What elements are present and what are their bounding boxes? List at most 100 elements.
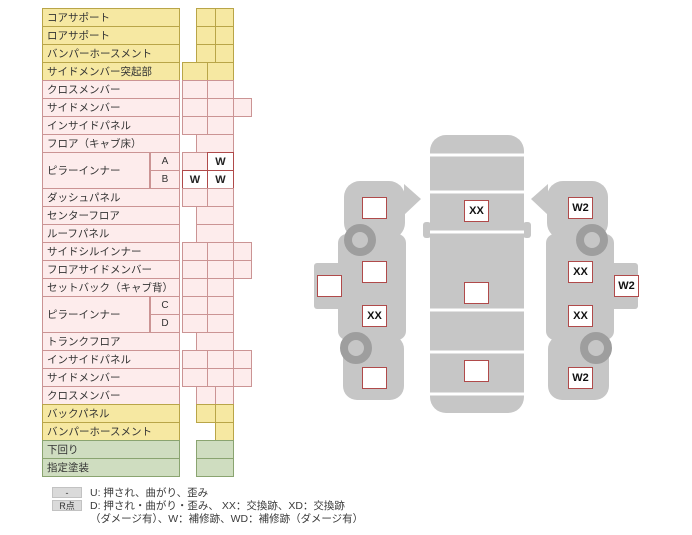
- damage-cell[interactable]: [215, 386, 234, 405]
- damage-cell[interactable]: [233, 368, 252, 387]
- part-sublabel: D: [150, 314, 180, 333]
- damage-marker[interactable]: W2: [568, 197, 593, 219]
- part-label: ピラーインナー: [42, 296, 150, 333]
- damage-cell[interactable]: [196, 8, 216, 27]
- damage-cell[interactable]: [182, 296, 208, 315]
- legend-key-dash: -: [52, 487, 82, 498]
- damage-cell[interactable]: [182, 62, 208, 81]
- damage-cell[interactable]: [196, 440, 234, 459]
- damage-cell[interactable]: [233, 98, 252, 117]
- damage-cell[interactable]: W: [182, 170, 208, 189]
- damage-cell[interactable]: [207, 278, 234, 297]
- damage-cell[interactable]: [196, 332, 234, 351]
- damage-cell[interactable]: [182, 116, 208, 135]
- damage-cell[interactable]: [233, 242, 252, 261]
- legend-text-u: U: 押され、曲がり、歪み: [90, 487, 209, 499]
- damage-cell[interactable]: [207, 314, 234, 333]
- damage-marker[interactable]: [317, 275, 342, 297]
- part-label: 指定塗装: [42, 458, 180, 477]
- part-label: クロスメンバー: [42, 80, 180, 99]
- damage-marker[interactable]: W2: [568, 367, 593, 389]
- wheel-arch-icon: [576, 224, 608, 256]
- damage-cell[interactable]: [207, 62, 234, 81]
- legend-key-r: R点: [52, 500, 82, 511]
- part-label: ルーフパネル: [42, 224, 180, 243]
- part-label: トランクフロア: [42, 332, 180, 351]
- damage-marker[interactable]: [464, 282, 489, 304]
- wheel-arch-icon: [580, 332, 612, 364]
- damage-cell[interactable]: [182, 278, 208, 297]
- damage-marker[interactable]: [362, 367, 387, 389]
- damage-marker[interactable]: W2: [614, 275, 639, 297]
- part-label: セットバック（キャブ背）: [42, 278, 180, 297]
- damage-cell[interactable]: [196, 224, 234, 243]
- damage-cell[interactable]: W: [207, 152, 234, 171]
- part-label: 下回り: [42, 440, 180, 459]
- damage-marker[interactable]: XX: [568, 305, 593, 327]
- damage-cell[interactable]: [182, 242, 208, 261]
- damage-cell[interactable]: W: [207, 170, 234, 189]
- right-mirror-icon: [523, 222, 531, 238]
- damage-cell[interactable]: [215, 44, 234, 63]
- damage-cell[interactable]: [207, 368, 234, 387]
- damage-cell[interactable]: [182, 350, 208, 369]
- part-label: インサイドパネル: [42, 350, 180, 369]
- damage-cell[interactable]: [233, 260, 252, 279]
- damage-cell[interactable]: [215, 26, 234, 45]
- damage-cell[interactable]: [182, 260, 208, 279]
- damage-cell[interactable]: [196, 404, 216, 423]
- damage-cell[interactable]: [196, 44, 216, 63]
- part-label: コアサポート: [42, 8, 180, 27]
- car-right-side-view: [531, 181, 638, 400]
- damage-marker[interactable]: [362, 261, 387, 283]
- part-label: ダッシュパネル: [42, 188, 180, 207]
- damage-marker[interactable]: [362, 197, 387, 219]
- damage-cell[interactable]: [182, 314, 208, 333]
- part-label: フロア（キャブ床）: [42, 134, 180, 153]
- part-label: ロアサポート: [42, 26, 180, 45]
- part-label: サイドメンバー: [42, 368, 180, 387]
- damage-cell[interactable]: [182, 152, 208, 171]
- damage-cell[interactable]: [215, 404, 234, 423]
- frame-parts-table: コアサポートロアサポートバンパーホースメントサイドメンバー突起部クロスメンバーサ…: [42, 8, 254, 478]
- part-label: インサイドパネル: [42, 116, 180, 135]
- damage-cell[interactable]: [215, 8, 234, 27]
- damage-cell[interactable]: [182, 98, 208, 117]
- damage-cell[interactable]: [182, 80, 208, 99]
- part-label: バンパーホースメント: [42, 44, 180, 63]
- damage-cell[interactable]: [196, 206, 234, 225]
- part-sublabel: A: [150, 152, 180, 171]
- car-left-side-view: [314, 181, 421, 400]
- legend: - U: 押され、曲がり、歪み R点 D: 押され・曲がり・歪み、 XX：交換跡…: [52, 486, 363, 525]
- damage-cell[interactable]: [196, 458, 234, 477]
- legend-text-r: D: 押され・曲がり・歪み、 XX：交換跡、XD：交換跡: [90, 500, 345, 512]
- damage-cell[interactable]: [207, 98, 234, 117]
- part-label: バンパーホースメント: [42, 422, 180, 441]
- damage-marker[interactable]: XX: [568, 261, 593, 283]
- part-label: サイドシルインナー: [42, 242, 180, 261]
- damage-marker[interactable]: XX: [464, 200, 489, 222]
- legend-row-u: - U: 押され、曲がり、歪み: [52, 486, 363, 499]
- damage-cell[interactable]: [215, 422, 234, 441]
- damage-cell[interactable]: [207, 242, 234, 261]
- legend-row-continued: （ダメージ有）、W：補修跡、WD：補修跡（ダメージ有）: [52, 512, 363, 525]
- part-label: フロアサイドメンバー: [42, 260, 180, 279]
- damage-cell[interactable]: [196, 134, 234, 153]
- damage-marker[interactable]: XX: [362, 305, 387, 327]
- damage-marker[interactable]: [464, 360, 489, 382]
- damage-cell[interactable]: [196, 386, 216, 405]
- damage-cell[interactable]: [207, 260, 234, 279]
- damage-cell[interactable]: [182, 368, 208, 387]
- damage-cell[interactable]: [207, 296, 234, 315]
- damage-cell[interactable]: [207, 116, 234, 135]
- damage-cell[interactable]: [207, 350, 234, 369]
- damage-cell[interactable]: [207, 80, 234, 99]
- damage-cell[interactable]: [182, 188, 208, 207]
- damage-cell[interactable]: [196, 26, 216, 45]
- damage-cell[interactable]: [207, 188, 234, 207]
- part-label: サイドメンバー突起部: [42, 62, 180, 81]
- part-label: ピラーインナー: [42, 152, 150, 189]
- damage-cell[interactable]: [233, 350, 252, 369]
